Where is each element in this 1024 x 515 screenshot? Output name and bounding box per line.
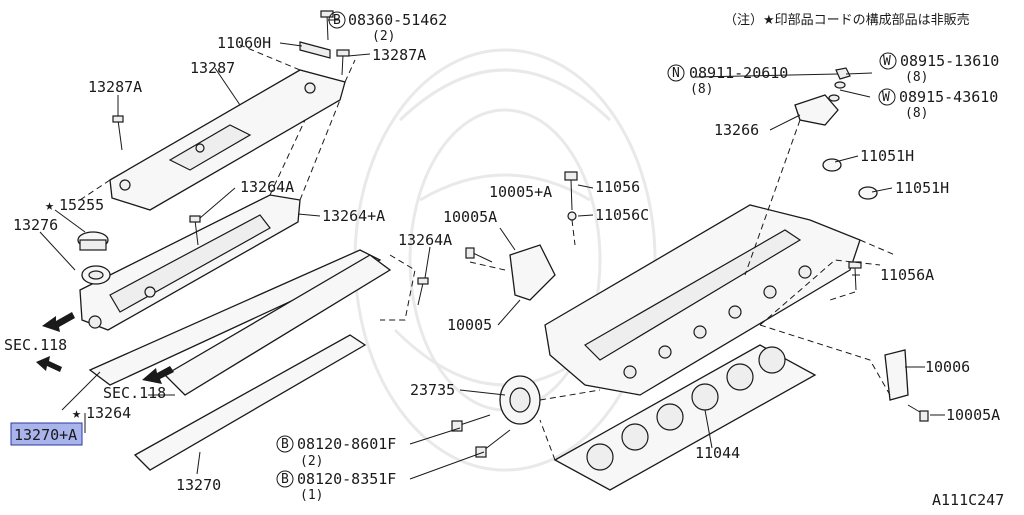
bolt-08120-8601f[interactable] — [451, 414, 491, 432]
label-13264[interactable]: 13264 — [86, 404, 131, 422]
label-10005a-bottom[interactable]: 10005A — [946, 406, 1000, 424]
label-08360-51462[interactable]: 08360-51462 — [348, 11, 447, 29]
rocker-cover-finisher-13287[interactable] — [109, 69, 346, 211]
label-08911-20610[interactable]: 08911-20610 — [689, 64, 788, 82]
bolt-13287a-top[interactable] — [336, 49, 350, 76]
circle-b-marker-3-text: B — [281, 472, 289, 487]
arrow-sec118-upper — [42, 312, 75, 332]
part-labels: B 08360-51462 (2) 11060H 13287A 13287 13… — [4, 11, 1004, 509]
plug-11051h-lower[interactable] — [858, 186, 878, 200]
label-13266[interactable]: 13266 — [714, 121, 759, 139]
label-08120-8601f[interactable]: 08120-8601F — [297, 435, 396, 453]
label-11060h[interactable]: 11060H — [217, 34, 271, 52]
highlighted-part-box — [10, 422, 83, 446]
qty-08911-20610: (8) — [690, 82, 713, 97]
washer-08915[interactable] — [828, 81, 846, 102]
qty-08120-8351f: (1) — [300, 488, 323, 503]
bolt-10005a-top[interactable] — [465, 247, 493, 263]
label-13287[interactable]: 13287 — [190, 59, 235, 77]
filler-gasket-13276[interactable] — [81, 265, 111, 285]
label-11051h-upper[interactable]: 11051H — [860, 147, 914, 165]
baffle-plate-13264a[interactable] — [163, 254, 392, 396]
circle-n-marker-text: N — [672, 66, 680, 81]
engine-slinger-10005[interactable] — [509, 244, 556, 301]
circle-b-marker-1-text: B — [333, 13, 341, 28]
circle-b-marker-2-text: B — [281, 437, 289, 452]
bracket-11060h[interactable] — [299, 41, 331, 59]
label-10005a-top[interactable]: 10005A — [443, 208, 497, 226]
circle-w-marker-1 — [879, 52, 897, 70]
leader-lines — [39, 19, 945, 480]
qty-08915-13610: (8) — [905, 70, 928, 85]
rocker-cover-13264[interactable] — [79, 194, 301, 331]
star-13264: ★ — [72, 404, 81, 422]
qty-08120-8601f: (2) — [300, 454, 323, 469]
label-08915-13610[interactable]: 08915-13610 — [900, 52, 999, 70]
parts-note: （注）★印部品コードの構成部品は非販売 — [724, 12, 970, 28]
cylinder-head-11041[interactable] — [544, 204, 861, 396]
label-sec118-upper[interactable]: SEC.118 — [4, 336, 67, 354]
label-13264-plus-a[interactable]: 13264+A — [322, 207, 385, 225]
label-11044[interactable]: 11044 — [695, 444, 740, 462]
cylinder-head-gasket-11044[interactable] — [553, 344, 817, 491]
label-10005[interactable]: 10005 — [447, 316, 492, 334]
qty-08915-43610: (8) — [905, 106, 928, 121]
label-11051h-lower[interactable]: 11051H — [895, 179, 949, 197]
circle-b-marker-1 — [328, 11, 346, 29]
label-13264a-mid[interactable]: 13264A — [398, 231, 452, 249]
label-13276[interactable]: 13276 — [13, 216, 58, 234]
label-15255[interactable]: 15255 — [59, 196, 104, 214]
label-23735[interactable]: 23735 — [410, 381, 455, 399]
label-11056[interactable]: 11056 — [595, 178, 640, 196]
rocker-cover-gasket-13270[interactable] — [88, 249, 382, 471]
bolt-08360-51462[interactable] — [320, 10, 334, 41]
bolt-13264a-top[interactable] — [189, 215, 201, 246]
label-sec118-lower[interactable]: SEC.118 — [103, 384, 166, 402]
circle-n-marker — [667, 64, 685, 82]
bolt-11056[interactable] — [564, 171, 578, 221]
bolt-13264a-mid[interactable] — [417, 277, 429, 306]
bolt-13287a-left[interactable] — [112, 115, 124, 151]
label-10005-plus-a[interactable]: 10005+A — [489, 183, 552, 201]
circle-b-marker-2 — [276, 435, 294, 453]
label-13270-plus-a[interactable]: 13270+A — [14, 426, 77, 444]
cover-13266[interactable] — [794, 94, 839, 126]
bolt-11056a[interactable] — [848, 261, 862, 291]
bolt-08120-8351f[interactable] — [475, 429, 511, 458]
label-13270[interactable]: 13270 — [176, 476, 221, 494]
arrow-sec118-lower — [36, 356, 62, 372]
label-08915-43610[interactable]: 08915-43610 — [899, 88, 998, 106]
arrow-sec118-mid — [142, 366, 174, 384]
star-15255: ★ — [45, 196, 54, 214]
nut-08911-20610[interactable] — [835, 67, 851, 80]
oil-filler-cap-15255[interactable] — [77, 231, 109, 251]
label-10006[interactable]: 10006 — [925, 358, 970, 376]
circle-b-marker-3 — [276, 470, 294, 488]
circle-w-marker-2-text: W — [882, 90, 890, 105]
label-13287a-left[interactable]: 13287A — [88, 78, 142, 96]
seal-23735[interactable] — [499, 375, 541, 425]
label-13264a-top[interactable]: 13264A — [240, 178, 294, 196]
label-11056c[interactable]: 11056C — [595, 206, 649, 224]
label-13287a-top[interactable]: 13287A — [372, 46, 426, 64]
assembly-guide-lines — [79, 44, 896, 461]
drawing-code: A111C247 — [932, 491, 1004, 509]
qty-08360-51462: (2) — [372, 29, 395, 44]
circle-w-marker-1-text: W — [883, 54, 891, 69]
circle-w-marker-2 — [878, 88, 896, 106]
label-08120-8351f[interactable]: 08120-8351F — [297, 470, 396, 488]
label-11056a[interactable]: 11056A — [880, 266, 934, 284]
bolt-10005a-bottom[interactable] — [907, 404, 929, 422]
engine-slinger-10006[interactable] — [884, 349, 909, 401]
